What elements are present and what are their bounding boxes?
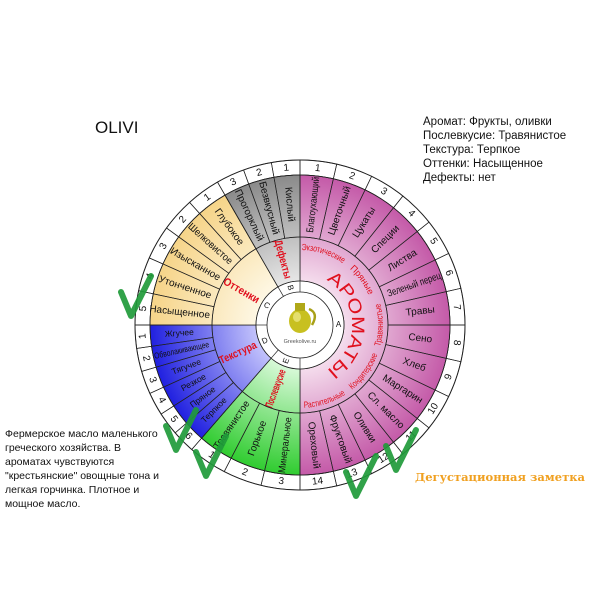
summary-aroma: Аромат: Фрукты, оливки [423, 116, 552, 128]
summary-texture: Текстура: Терпкое [423, 144, 521, 156]
aftertaste-number: 2 [240, 467, 249, 479]
shades-number: 1 [202, 191, 213, 203]
checkmark-icon [163, 407, 199, 453]
tasting-note-label: Дегустационная заметка [415, 470, 585, 484]
ring-divider [270, 349, 279, 359]
summary-defects: Дефекты: нет [423, 172, 496, 184]
aroma-number: 7 [451, 304, 463, 311]
oil-description: Фермерское масло маленького греческого х… [5, 428, 160, 510]
number-cell [270, 159, 301, 178]
aroma-number: 14 [312, 476, 325, 488]
defects-number: 3 [229, 176, 239, 189]
aroma-number: 6 [442, 269, 454, 278]
jug-body [289, 309, 311, 333]
aroma-subcategory: Травянистые [372, 303, 385, 348]
jug-neck [295, 303, 305, 311]
aroma-item-label: Сено [408, 332, 433, 346]
aroma-number: 8 [451, 339, 463, 346]
aroma-number: 1 [314, 163, 321, 175]
texture-item-label: Жгучее [164, 327, 194, 339]
jug-highlight [293, 312, 301, 322]
logo-text: Greekolive.ru [284, 339, 317, 345]
aftertaste-number: 3 [278, 476, 285, 488]
shades-number: 3 [158, 241, 171, 252]
texture-number: 5 [168, 414, 180, 425]
checkmark-icon [343, 453, 379, 499]
defects-number: 1 [283, 162, 290, 173]
summary-aftertaste: Послевкусие: Травянистое [423, 130, 567, 142]
aroma-item-label: Травы [405, 304, 435, 318]
defects-letter: B [285, 284, 295, 291]
aroma-number: 5 [427, 236, 440, 247]
checkmark-icon [383, 427, 419, 473]
oil-title: OLIVI [95, 118, 139, 137]
tasting-summary: Аромат: Фрукты, оливки Послевкусие: Трав… [423, 115, 566, 185]
checkmark-icon [118, 273, 154, 319]
shades-number: 5 [138, 305, 150, 312]
checkmark-icon [193, 433, 229, 479]
middle-ring [211, 236, 389, 414]
texture-letter: D [260, 335, 269, 346]
texture-number: 4 [155, 395, 168, 406]
aroma-subcategory-path: Травянистые [372, 303, 385, 348]
texture-number: 2 [140, 355, 152, 363]
defects-item-label: Кислый [282, 187, 296, 223]
aroma-number: 2 [348, 170, 357, 182]
aftertaste-letter: E [281, 357, 291, 365]
defects-number: 2 [255, 167, 264, 179]
jug-handle [308, 307, 317, 326]
aroma-number: 3 [378, 186, 389, 199]
shades-letter: C [262, 300, 272, 311]
shades-number: 2 [177, 214, 189, 226]
aftertaste-number: 1 [206, 449, 217, 461]
texture-number: 1 [137, 333, 148, 340]
aroma-number: 9 [443, 372, 455, 381]
summary-shades: Оттенки: Насыщенное [423, 158, 543, 170]
ring-divider [277, 286, 284, 297]
olive-jug-logo [289, 303, 317, 333]
aroma-letter: A [336, 320, 342, 329]
aroma-item-label: Ореховый [305, 421, 321, 469]
texture-number: 3 [146, 375, 158, 384]
